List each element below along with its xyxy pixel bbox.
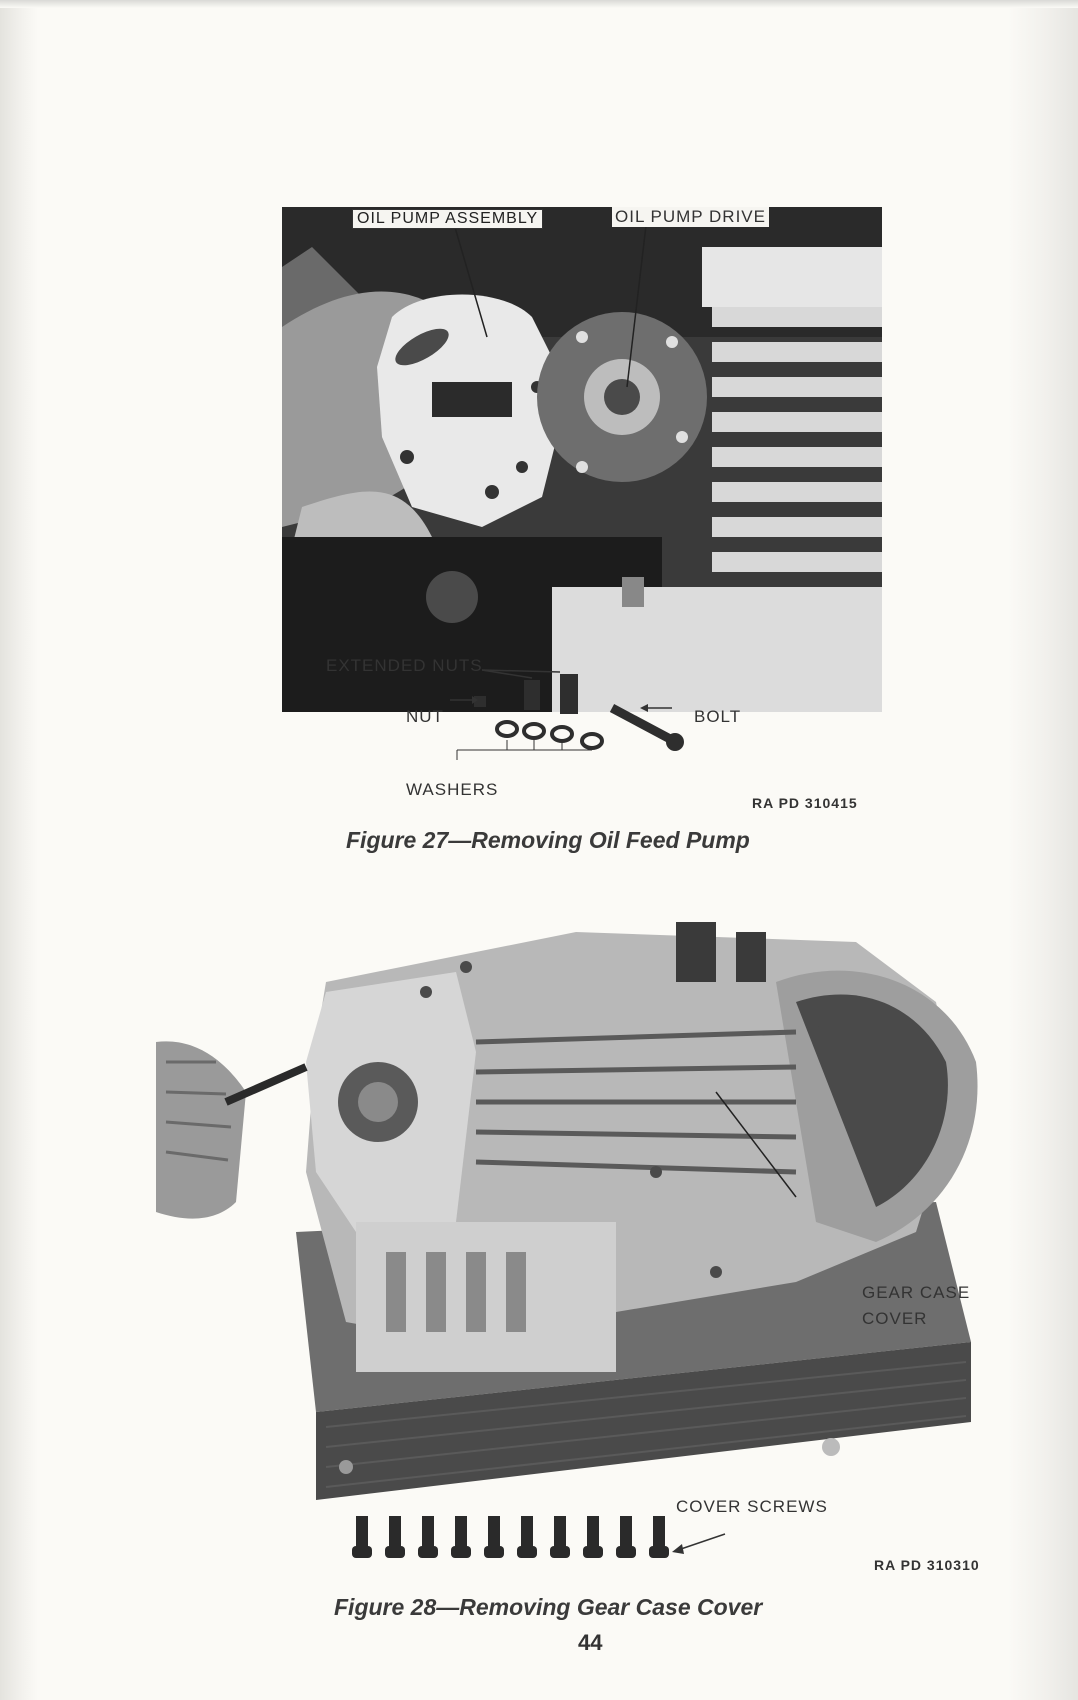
label-gear-case-cover-line1: GEAR CASE bbox=[862, 1283, 971, 1302]
page-right-edge bbox=[1008, 0, 1078, 1700]
cover-screw bbox=[649, 1516, 669, 1558]
label-extended-nuts: EXTENDED NUTS bbox=[326, 656, 483, 675]
cover-screw bbox=[451, 1516, 471, 1558]
cover-screws-arrow bbox=[672, 1533, 726, 1554]
label-nut: NUT bbox=[406, 707, 444, 726]
figure-27-caption: Figure 27—Removing Oil Feed Pump bbox=[346, 827, 750, 853]
figure-28-ra-number: RA PD 310310 bbox=[874, 1557, 980, 1573]
page-top-edge bbox=[0, 0, 1078, 8]
figure-28-caption: Figure 28—Removing Gear Case Cover bbox=[334, 1594, 763, 1620]
extended-nut-2 bbox=[560, 674, 578, 714]
cover-screw bbox=[418, 1516, 438, 1558]
label-oil-pump-assembly: OIL PUMP ASSEMBLY bbox=[352, 209, 544, 229]
page-number: 44 bbox=[578, 1630, 603, 1655]
cover-screw bbox=[385, 1516, 405, 1558]
bolt bbox=[609, 704, 675, 744]
cover-screw bbox=[616, 1516, 636, 1558]
cover-screw bbox=[583, 1516, 603, 1558]
figure-27-ra-number: RA PD 310415 bbox=[752, 795, 858, 811]
cover-screw bbox=[517, 1516, 537, 1558]
cover-screw bbox=[484, 1516, 504, 1558]
label-cover-screws: COVER SCREWS bbox=[676, 1497, 828, 1516]
figure-27-parts bbox=[450, 669, 684, 760]
cover-screws bbox=[352, 1516, 669, 1558]
label-washers: WASHERS bbox=[406, 780, 499, 799]
nut bbox=[474, 696, 486, 707]
label-oil-pump-drive: OIL PUMP DRIVE bbox=[612, 207, 769, 227]
page-left-edge bbox=[0, 0, 38, 1700]
label-bolt: BOLT bbox=[694, 707, 742, 726]
cover-screw bbox=[352, 1516, 372, 1558]
figure-27-photo bbox=[282, 207, 882, 712]
label-gear-case-cover-line2: COVER bbox=[862, 1309, 928, 1328]
extended-nut-1 bbox=[524, 680, 540, 710]
figure-28-photo bbox=[156, 922, 978, 1500]
cover-screw bbox=[550, 1516, 570, 1558]
